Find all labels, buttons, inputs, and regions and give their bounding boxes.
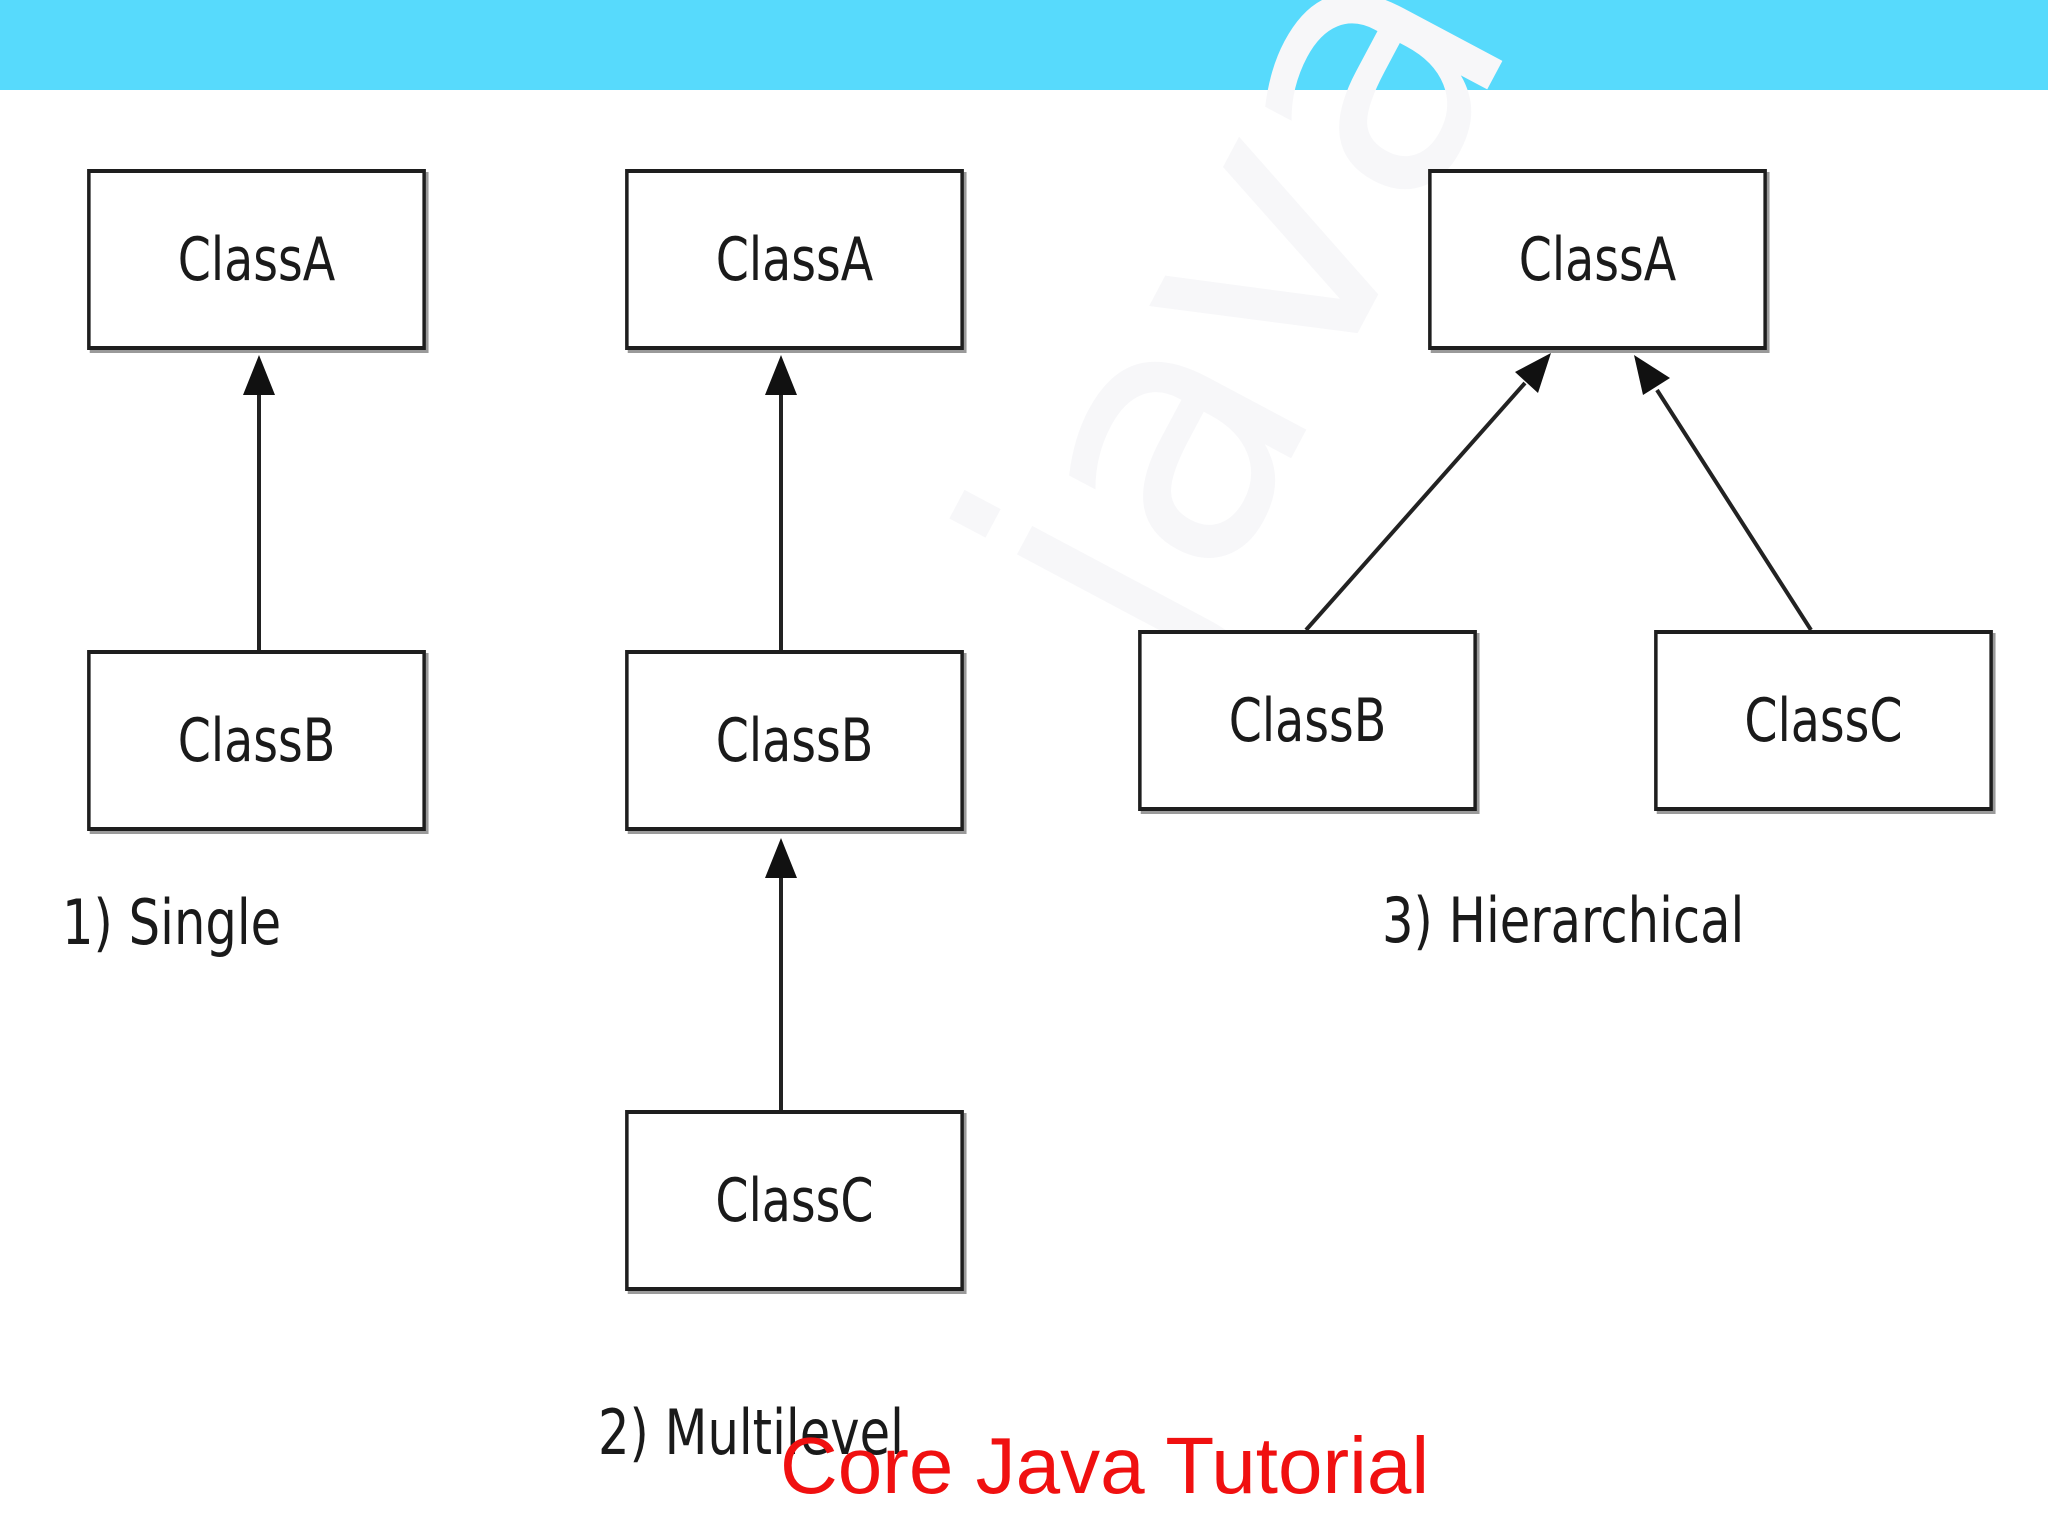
hierarchical-class-c-label: ClassC (1744, 685, 1903, 756)
arrowhead-multi-bottom (765, 838, 797, 878)
multilevel-class-a-label: ClassA (715, 224, 874, 295)
multilevel-class-b-box: ClassB (625, 650, 964, 831)
hierarchical-class-a-box: ClassA (1428, 169, 1767, 350)
arrowhead-multi-top (765, 355, 797, 395)
multilevel-caption: 2) Multilevel (598, 1396, 904, 1469)
multilevel-class-c-box: ClassC (625, 1110, 964, 1291)
single-class-a-box: ClassA (87, 169, 426, 350)
hierarchical-caption: 3) Hierarchical (1382, 884, 1745, 957)
arrowhead-hier-right (1634, 355, 1670, 395)
hierarchical-class-c-box: ClassC (1654, 630, 1993, 811)
single-class-a-label: ClassA (177, 224, 336, 295)
arrowhead-hier-left (1515, 353, 1551, 393)
multilevel-class-a-box: ClassA (625, 169, 964, 350)
arrow-hier-c-to-a (1655, 388, 1813, 632)
arrowhead-single (243, 355, 275, 395)
single-class-b-label: ClassB (177, 705, 336, 776)
hierarchical-class-b-label: ClassB (1228, 685, 1387, 756)
hierarchical-class-a-label: ClassA (1518, 224, 1677, 295)
hierarchical-class-b-box: ClassB (1138, 630, 1477, 811)
single-class-b-box: ClassB (87, 650, 426, 831)
multilevel-class-c-label: ClassC (715, 1165, 874, 1236)
top-banner (0, 0, 2048, 90)
single-caption: 1) Single (62, 886, 282, 959)
arrow-hier-b-to-a (1304, 381, 1527, 632)
multilevel-class-b-label: ClassB (715, 705, 874, 776)
footer-title: Core Java Tutorial (780, 1421, 1430, 1510)
